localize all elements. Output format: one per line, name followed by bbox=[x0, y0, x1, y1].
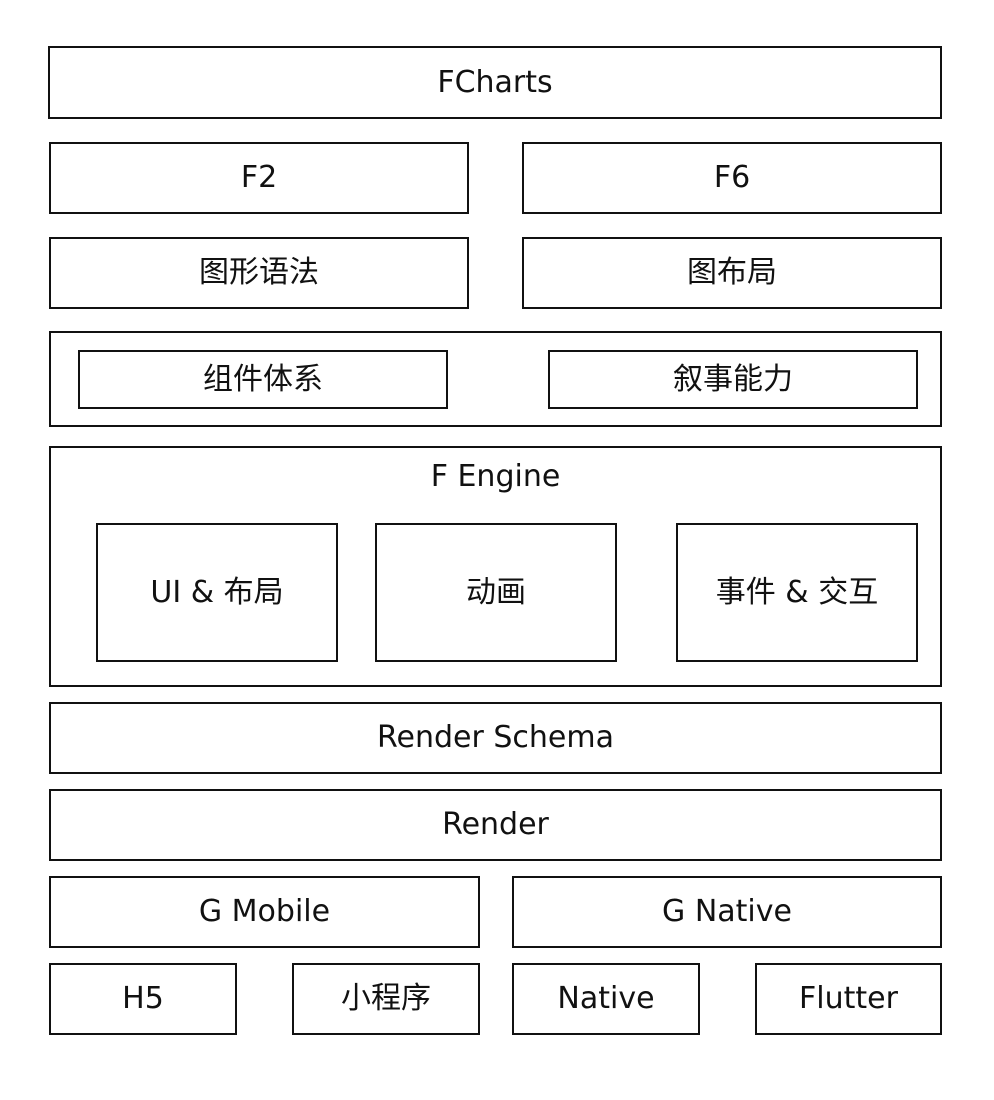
f2-label: F2 bbox=[240, 160, 278, 195]
f6-box: F6 bbox=[522, 142, 942, 214]
component-system-label: 组件体系 bbox=[203, 361, 323, 397]
g-native-box: G Native bbox=[512, 876, 942, 948]
flutter-label: Flutter bbox=[799, 981, 898, 1016]
fcharts-label: FCharts bbox=[437, 64, 553, 100]
render-schema-label: Render Schema bbox=[377, 720, 614, 755]
mini-program-box: 小程序 bbox=[292, 963, 480, 1035]
ui-layout-box: UI & 布局 bbox=[96, 523, 338, 662]
render-label: Render bbox=[442, 807, 549, 842]
g-native-label: G Native bbox=[662, 894, 792, 929]
narrative-ability-label: 叙事能力 bbox=[673, 361, 793, 397]
graphic-grammar-label: 图形语法 bbox=[199, 255, 319, 290]
events-interaction-label: 事件 & 交互 bbox=[715, 574, 879, 610]
f-engine-title: F Engine bbox=[430, 459, 561, 494]
h5-label: H5 bbox=[122, 981, 164, 1016]
events-interaction-box: 事件 & 交互 bbox=[676, 523, 918, 662]
graphic-grammar-box: 图形语法 bbox=[49, 237, 469, 309]
ui-layout-label: UI & 布局 bbox=[150, 574, 284, 610]
graph-layout-box: 图布局 bbox=[522, 237, 942, 309]
native-label: Native bbox=[557, 981, 655, 1016]
native-box: Native bbox=[512, 963, 700, 1035]
render-box: Render bbox=[49, 789, 942, 861]
animation-box: 动画 bbox=[375, 523, 617, 662]
narrative-ability-box: 叙事能力 bbox=[548, 350, 918, 409]
g-mobile-label: G Mobile bbox=[198, 894, 331, 929]
h5-box: H5 bbox=[49, 963, 237, 1035]
animation-label: 动画 bbox=[466, 574, 526, 610]
graph-layout-label: 图布局 bbox=[687, 255, 777, 290]
render-schema-box: Render Schema bbox=[49, 702, 942, 774]
f6-label: F6 bbox=[713, 160, 751, 195]
component-system-box: 组件体系 bbox=[78, 350, 448, 409]
f-engine-container: F Engine UI & 布局 动画 事件 & 交互 bbox=[49, 446, 942, 687]
mini-program-label: 小程序 bbox=[341, 981, 431, 1016]
fcharts-box: FCharts bbox=[48, 46, 942, 119]
flutter-box: Flutter bbox=[755, 963, 942, 1035]
g-mobile-box: G Mobile bbox=[49, 876, 480, 948]
components-container: 组件体系 叙事能力 bbox=[49, 331, 942, 427]
f2-box: F2 bbox=[49, 142, 469, 214]
